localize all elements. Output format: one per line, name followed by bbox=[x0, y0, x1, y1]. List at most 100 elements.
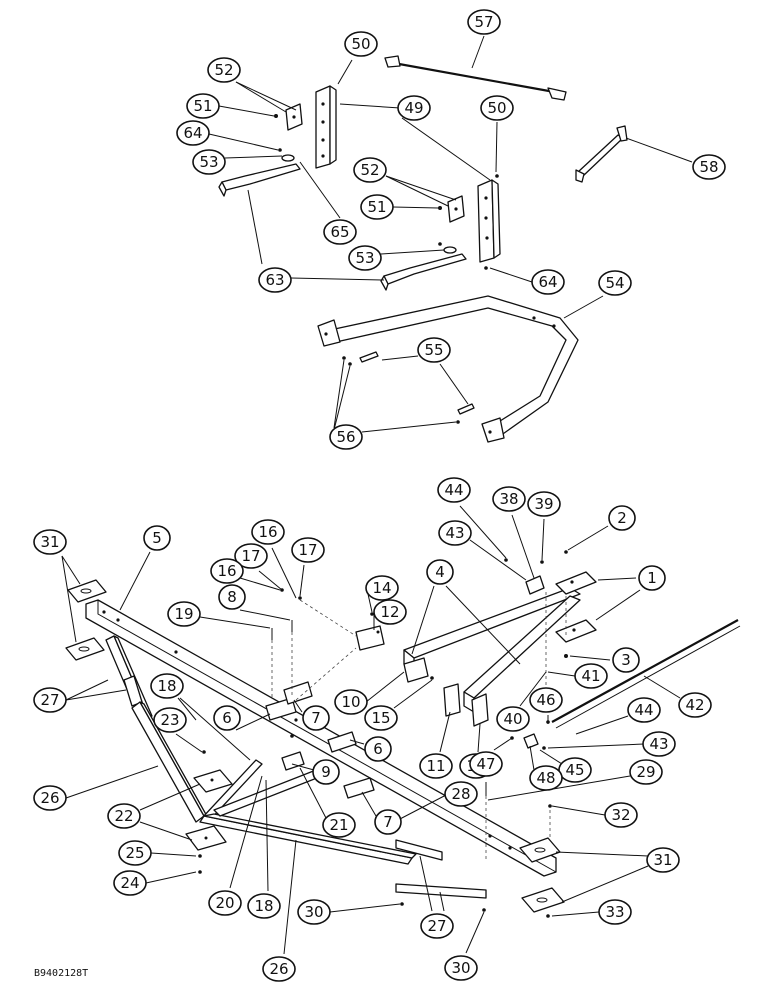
callout-bubble bbox=[692, 154, 726, 180]
callout-47: 47 bbox=[469, 751, 503, 777]
leader-line-c31a bbox=[61, 555, 81, 585]
callout-bubble bbox=[312, 759, 340, 785]
callout-label: 31 bbox=[40, 533, 59, 551]
callout-bubble bbox=[467, 9, 501, 35]
callout-bubble bbox=[322, 812, 356, 838]
callout-label: 29 bbox=[636, 763, 655, 781]
part-63-arm-right bbox=[380, 253, 467, 291]
callout-bubble bbox=[213, 705, 241, 731]
callout-bubble bbox=[143, 525, 171, 551]
callout-52: 52 bbox=[207, 57, 241, 83]
leader-line-c50b bbox=[495, 121, 498, 173]
leader-line-c18b bbox=[265, 779, 269, 892]
callout-bubble bbox=[353, 157, 387, 183]
leader-line-c26b bbox=[283, 839, 297, 955]
part-12-plate bbox=[355, 612, 385, 651]
callout-33: 33 bbox=[598, 899, 632, 925]
callout-label: 51 bbox=[367, 198, 386, 216]
callout-24: 24 bbox=[113, 870, 147, 896]
leader-line-c19 bbox=[199, 616, 271, 629]
callout-bubble bbox=[176, 120, 210, 146]
leader-line-c9 bbox=[291, 763, 315, 771]
callout-label: 11 bbox=[426, 757, 445, 775]
callout-bubble bbox=[426, 559, 454, 585]
part-31-plates-right bbox=[519, 804, 565, 918]
callout-label: 3 bbox=[621, 651, 631, 669]
leader-line-c1 bbox=[595, 589, 641, 621]
callout-7: 7 bbox=[374, 809, 402, 835]
leader-line-c26a bbox=[65, 765, 159, 799]
callout-21: 21 bbox=[322, 812, 356, 838]
callout-bubble bbox=[638, 565, 666, 591]
callout-bubble bbox=[207, 57, 241, 83]
callout-5: 5 bbox=[143, 525, 171, 551]
callout-12: 12 bbox=[373, 599, 407, 625]
callout-label: 47 bbox=[476, 755, 495, 773]
leader-line-c6b bbox=[349, 739, 365, 745]
callout-18: 18 bbox=[150, 673, 184, 699]
callout-49: 49 bbox=[397, 95, 431, 121]
callout-label: 50 bbox=[351, 35, 370, 53]
callout-label: 10 bbox=[341, 693, 360, 711]
callout-label: 15 bbox=[371, 709, 390, 727]
leader-line-c56 bbox=[333, 365, 351, 431]
leader-line-c40 bbox=[519, 671, 547, 707]
part-52-plate-left bbox=[274, 103, 303, 131]
callout-label: 30 bbox=[451, 959, 470, 977]
leader-line-c44a bbox=[459, 505, 507, 559]
callout-label: 1 bbox=[647, 569, 657, 587]
callout-18: 18 bbox=[247, 893, 281, 919]
callout-label: 41 bbox=[581, 667, 600, 685]
callout-57: 57 bbox=[467, 9, 501, 35]
callout-bubble bbox=[531, 269, 565, 295]
leader-line-c18a bbox=[177, 697, 197, 721]
leader-line-c17a bbox=[258, 570, 283, 591]
leader-line-c31b bbox=[561, 865, 649, 903]
callout-bubble bbox=[444, 781, 478, 807]
callout-label: 64 bbox=[538, 273, 557, 291]
callout-label: 5 bbox=[152, 529, 162, 547]
leader-line-c24 bbox=[145, 871, 197, 884]
callout-label: 42 bbox=[685, 696, 704, 714]
callout-bubble bbox=[397, 95, 431, 121]
leader-line-c7a bbox=[293, 699, 303, 713]
leader-line-c53b bbox=[380, 249, 445, 255]
leader-line-c7b bbox=[361, 791, 377, 817]
callout-bubble bbox=[218, 584, 246, 610]
part-31-plates-left bbox=[65, 579, 107, 661]
callout-17: 17 bbox=[234, 543, 268, 569]
callout-bubble bbox=[192, 149, 226, 175]
callout-label: 23 bbox=[160, 711, 179, 729]
callout-label: 25 bbox=[125, 844, 144, 862]
callout-label: 46 bbox=[536, 691, 555, 709]
leader-line-c30a bbox=[329, 903, 401, 913]
callout-label: 18 bbox=[254, 897, 273, 915]
callout-51: 51 bbox=[360, 194, 394, 220]
callout-bubble bbox=[150, 673, 184, 699]
callout-label: 45 bbox=[565, 761, 584, 779]
callout-7: 7 bbox=[302, 705, 330, 731]
callout-9: 9 bbox=[312, 759, 340, 785]
callout-10: 10 bbox=[334, 689, 368, 715]
callout-51: 51 bbox=[186, 93, 220, 119]
callout-bubble bbox=[344, 31, 378, 57]
callout-label: 53 bbox=[355, 249, 374, 267]
callout-bubble bbox=[291, 537, 325, 563]
callout-bubble bbox=[419, 753, 453, 779]
part-58-brace bbox=[575, 125, 628, 183]
callout-bubble bbox=[604, 802, 638, 828]
part-10-plate bbox=[403, 657, 434, 683]
callout-bubble bbox=[417, 337, 451, 363]
callout-bubble bbox=[480, 95, 514, 121]
part-38-clamp bbox=[504, 558, 545, 595]
callout-bubble bbox=[627, 697, 661, 723]
callout-label: 44 bbox=[634, 701, 653, 719]
part-27-braces-right bbox=[395, 839, 487, 912]
leader-line-c63 bbox=[290, 277, 385, 281]
callout-54: 54 bbox=[598, 270, 632, 296]
part-57-rod bbox=[384, 55, 567, 101]
leader-line-c57 bbox=[471, 35, 485, 69]
callout-bubble bbox=[646, 847, 680, 873]
callout-bubble bbox=[373, 599, 407, 625]
part-53-washer-left bbox=[278, 148, 295, 162]
